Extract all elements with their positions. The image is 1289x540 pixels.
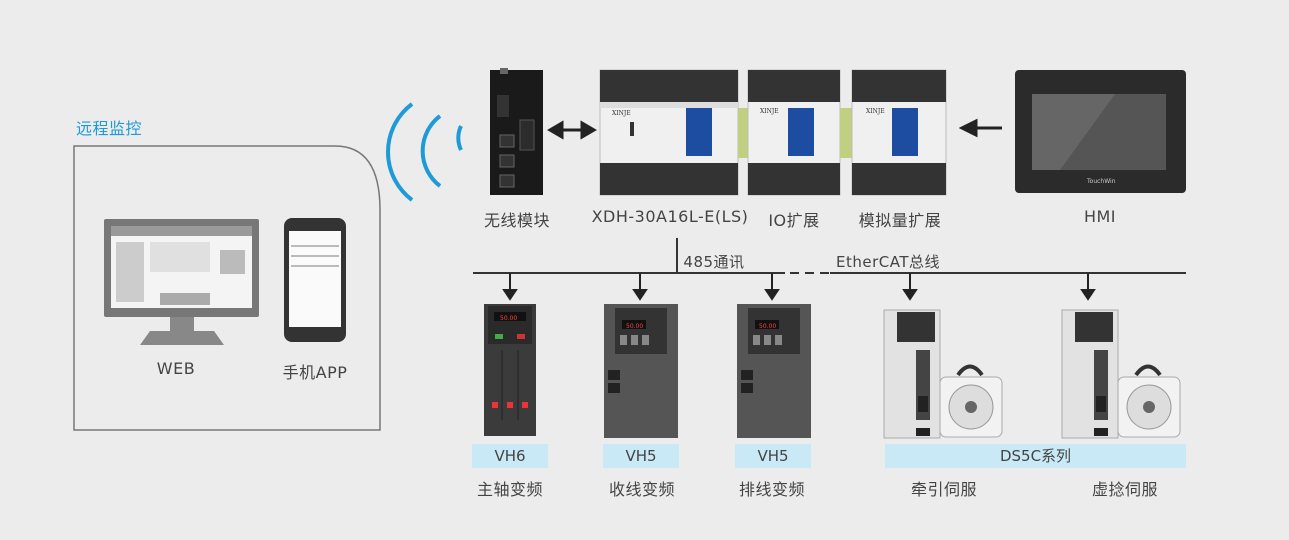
hmi-link-arrow xyxy=(958,118,1002,138)
io-expansion-device: XINJE xyxy=(738,69,841,196)
hmi-device: TouchWin xyxy=(1015,70,1186,193)
ethercat-label: EtherCAT总线 xyxy=(836,253,940,271)
svg-text:50.00: 50.00 xyxy=(500,315,517,322)
svg-text:XINJE: XINJE xyxy=(760,108,779,115)
servo1-name: 牵引伺服 xyxy=(910,480,978,499)
io-label: IO扩展 xyxy=(768,211,820,230)
plc-label: XDH-30A16L-E(LS) xyxy=(591,207,749,226)
svg-text:50.00: 50.00 xyxy=(626,323,643,330)
vfd3-model-tag: VH5 xyxy=(735,444,811,468)
svg-text:TouchWin: TouchWin xyxy=(1086,178,1116,185)
web-label: WEB xyxy=(156,359,196,378)
remote-box xyxy=(73,145,381,431)
vfd-vh6-device: 50.00 xyxy=(484,304,536,436)
wireless-module-device xyxy=(490,68,543,195)
servo2-name: 虚捻伺服 xyxy=(1091,480,1159,499)
svg-text:50.00: 50.00 xyxy=(759,323,776,330)
wireless-plc-link xyxy=(547,120,597,140)
vfd-vh5-device-2: 50.00 xyxy=(737,304,811,438)
vfd1-name: 主轴变频 xyxy=(476,480,544,499)
servo-motor-1 xyxy=(939,364,1003,438)
vfd3-name: 排线变频 xyxy=(738,480,806,499)
servo-motor-2 xyxy=(1117,364,1181,438)
servo-drive-1 xyxy=(883,309,941,439)
svg-text:XINJE: XINJE xyxy=(612,110,631,117)
bus-lines xyxy=(473,238,1186,274)
remote-title: 远程监控 xyxy=(76,119,143,138)
vfd-vh5-device-1: 50.00 xyxy=(604,304,678,438)
rs485-label: 485通讯 xyxy=(683,253,745,271)
svg-text:XINJE: XINJE xyxy=(866,108,885,115)
vfd2-model-tag: VH5 xyxy=(603,444,679,468)
servo-model-tag: DS5C系列 xyxy=(885,444,1186,468)
vfd1-model-tag: VH6 xyxy=(472,444,548,468)
vfd2-name: 收线变频 xyxy=(608,480,676,499)
phone-icon xyxy=(284,218,346,342)
servo-drive-2 xyxy=(1061,309,1119,439)
app-label: 手机APP xyxy=(282,363,348,382)
plc-device: XINJE xyxy=(599,69,739,196)
monitor-icon xyxy=(104,219,259,345)
drop-arrows xyxy=(502,273,1096,301)
analog-label: 模拟量扩展 xyxy=(858,211,942,230)
wireless-label: 无线模块 xyxy=(483,211,551,230)
hmi-label: HMI xyxy=(1083,207,1117,226)
analog-expansion-device: XINJE xyxy=(840,69,947,196)
wireless-signal-icon xyxy=(386,102,463,202)
